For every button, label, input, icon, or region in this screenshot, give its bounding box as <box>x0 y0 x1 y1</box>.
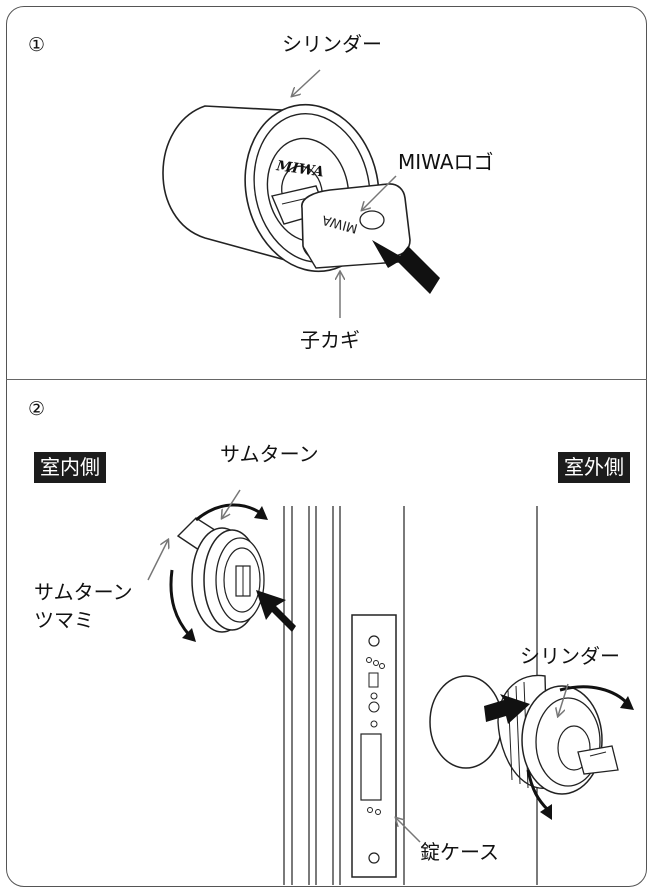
cylinder-leader <box>292 69 321 96</box>
indoor-tag: 室内側 <box>34 452 106 483</box>
thumbturn-knob-label-line1: サムターン <box>34 580 133 604</box>
knob-leader <box>147 540 168 581</box>
lock-case-plate <box>351 614 397 878</box>
miwa-logo-label: MIWAロゴ <box>398 150 494 174</box>
child-key-label: 子カギ <box>300 328 360 352</box>
rotate-arrow-icon <box>620 696 634 710</box>
rotate-arrow-icon <box>254 506 268 520</box>
lockcase-leader <box>396 818 421 843</box>
cylinder2-leader <box>558 683 569 716</box>
push-arrow-icon <box>484 694 530 724</box>
rotate-arrow-icon <box>182 628 196 642</box>
lock-case-label: 錠ケース <box>420 840 499 864</box>
thumbturn-leader <box>222 489 241 518</box>
outdoor-cylinder-figure <box>429 674 619 795</box>
cylinder-label: シリンダー <box>282 32 382 56</box>
step-number-2: ② <box>28 398 46 420</box>
outdoor-tag: 室外側 <box>558 452 630 483</box>
door-edge <box>283 506 538 885</box>
thumbturn-figure <box>176 517 265 633</box>
push-arrow-icon <box>256 590 296 632</box>
logo-leader <box>362 175 397 210</box>
thumbturn-knob-label-line2: ツマミ <box>34 608 94 632</box>
rotate-arrow-icon <box>540 804 552 820</box>
child-key-figure: MIWA <box>271 183 411 269</box>
section-divider <box>6 379 647 380</box>
miwa-engraving: MIWA <box>274 158 325 181</box>
rounded-frame <box>6 6 647 887</box>
outdoor-cylinder-label: シリンダー <box>520 644 620 668</box>
step-number-1: ① <box>28 34 46 56</box>
insert-arrow-icon <box>372 240 440 294</box>
thumbturn-label: サムターン <box>220 442 319 466</box>
